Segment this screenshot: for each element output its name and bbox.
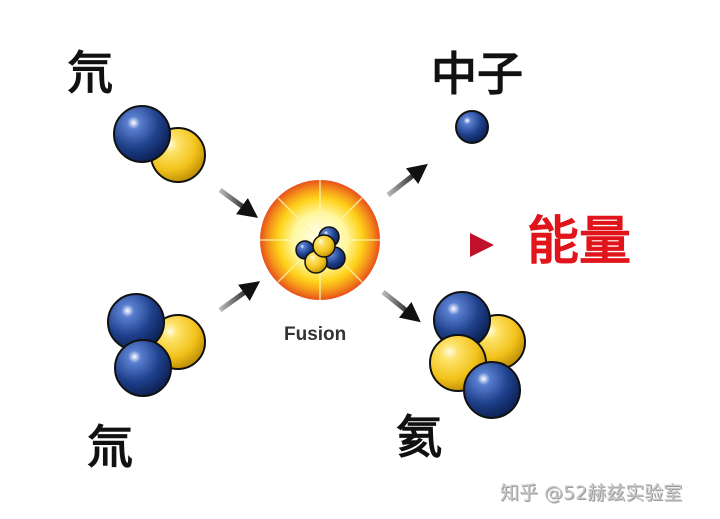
- deuterium-atom: [113, 105, 206, 183]
- arrow-helium: [381, 290, 421, 323]
- free-neutron: [455, 110, 489, 144]
- energy-label: 能量: [527, 212, 632, 272]
- arrow-deuterium: [218, 187, 259, 218]
- arrow-tritium: [218, 281, 261, 313]
- helium-atom: [429, 291, 526, 419]
- tritium-label: 氚: [87, 420, 133, 474]
- tritium-atom: [107, 293, 206, 397]
- fusion-burst: [260, 180, 380, 300]
- fusion-label: Fusion: [284, 324, 347, 345]
- fused-nucleus: [295, 226, 346, 274]
- neutron-ball: [114, 339, 172, 397]
- arrow-neutron: [386, 163, 428, 197]
- output-arrows: [381, 163, 428, 323]
- input-arrows: [218, 187, 261, 313]
- proton-ball: [113, 105, 171, 163]
- helium-label: 氦: [396, 410, 442, 464]
- neutron-label: 中子: [431, 47, 523, 101]
- deuterium-label: 氘: [67, 46, 113, 100]
- watermark: 知乎 @52赫兹实验室: [500, 482, 683, 504]
